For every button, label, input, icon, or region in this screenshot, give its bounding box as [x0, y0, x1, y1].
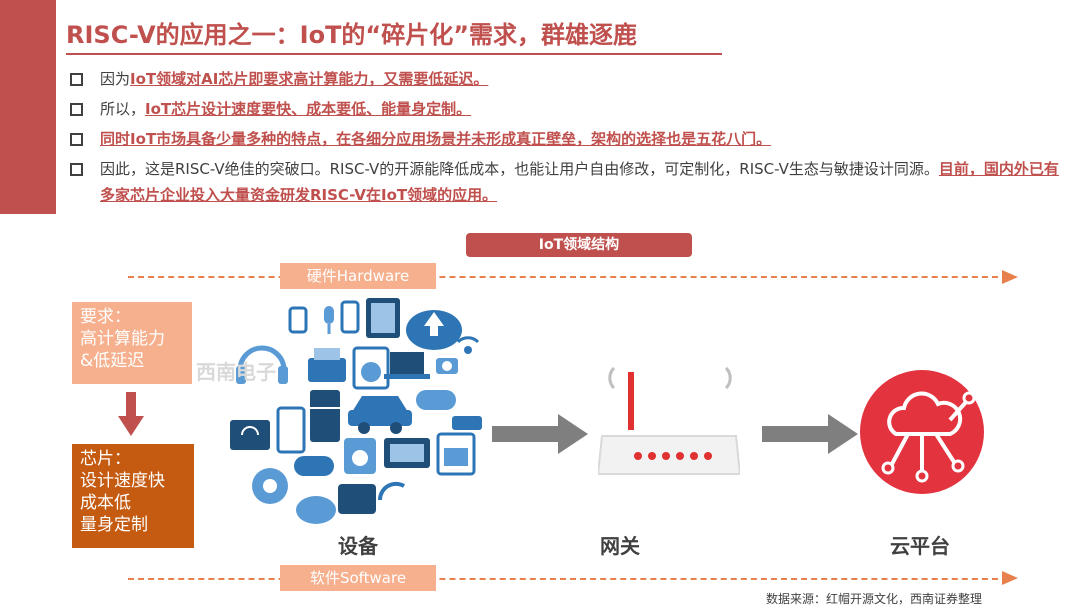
chip-line: 设计速度快 — [80, 471, 165, 491]
bullet-text: 因此，这是RISC-V绝佳的突破口。RISC-V的开源能降低成本，也能让用户自由… — [100, 160, 939, 178]
monitor-icon — [230, 420, 270, 450]
speaker-icon — [252, 468, 288, 504]
microphone-icon — [324, 306, 334, 334]
bullet-2: 所以，IoT芯片设计速度要快、成本要低、能量身定制。 — [66, 96, 1066, 122]
tablet-icon — [366, 298, 400, 338]
satellite-icon — [377, 481, 405, 501]
cloud-upload-icon — [406, 310, 462, 350]
chip-line: 芯片： — [80, 449, 131, 469]
bullet-1: 因为IoT领域对AI芯片即要求高计算能力，又需要低延迟。 — [66, 66, 1066, 92]
side-accent-bar — [0, 0, 56, 214]
bullet-4: 因此，这是RISC-V绝佳的突破口。RISC-V的开源能降低成本，也能让用户自由… — [66, 156, 1066, 208]
hardware-label: 硬件Hardware — [280, 263, 436, 289]
arrow-devices-to-gateway-icon — [492, 414, 588, 454]
bullet-text: 所以， — [100, 100, 146, 118]
caption-cloud: 云平台 — [890, 534, 950, 558]
controller-icon — [294, 456, 334, 476]
iot-devices-cluster — [230, 298, 482, 524]
car-icon — [348, 396, 412, 434]
fridge-icon — [310, 390, 340, 442]
arrow-gateway-to-cloud-icon — [762, 414, 858, 454]
bullet-text: 因为 — [100, 70, 131, 88]
down-arrow-icon — [118, 392, 144, 436]
caption-gateway: 网关 — [600, 534, 640, 558]
software-label: 软件Software — [280, 565, 436, 591]
chip-box: 芯片： 设计速度快 成本低 量身定制 — [72, 444, 194, 548]
chip-line: 成本低 — [80, 493, 131, 513]
page-title: RISC-V的应用之一：IoT的“碎片化”需求，群雄逐鹿 — [66, 21, 637, 49]
requirement-line: 要求： — [80, 307, 131, 327]
bullet-list: 因为IoT领域对AI芯片即要求高计算能力，又需要低延迟。 所以，IoT芯片设计速… — [66, 66, 1066, 212]
software-dashed-line — [128, 578, 1008, 580]
requirement-box: 要求： 高计算能力 &低延迟 — [72, 302, 192, 384]
gamepad-icon — [416, 390, 456, 410]
laptop-icon — [384, 352, 430, 379]
bullet-box-icon — [70, 133, 83, 146]
requirement-line: 高计算能力 — [80, 329, 165, 349]
software-arrowhead-icon — [1002, 571, 1018, 585]
cabinet-icon — [276, 406, 306, 454]
tv-icon — [384, 438, 430, 468]
hardware-arrowhead-icon — [1002, 270, 1018, 284]
bullet-highlight: IoT领域对AI芯片即要求高计算能力，又需要低延迟。 — [130, 70, 489, 88]
printer-icon — [308, 348, 346, 382]
bullet-box-icon — [70, 73, 83, 86]
bullet-highlight: IoT芯片设计速度要快、成本要低、能量身定制。 — [145, 100, 472, 118]
router-small-icon — [452, 416, 482, 430]
bullet-highlight: 同时IoT市场具备少量多种的特点，在各细分应用场景并未形成真正壁垒，架构的选择也… — [100, 130, 772, 148]
cloud-upload-small-icon — [296, 496, 336, 524]
watermark: 西南电子 — [196, 360, 276, 384]
bullet-highlight: 目前，国内外已有多家芯片企业投入大量资金研发RISC-V在IoT领域的应用。 — [100, 160, 1059, 204]
chip-line: 量身定制 — [80, 515, 148, 535]
requirement-line: &低延迟 — [80, 351, 145, 371]
cloud-network-icon — [860, 370, 984, 494]
bullet-3: 同时IoT市场具备少量多种的特点，在各细分应用场景并未形成真正壁垒，架构的选择也… — [66, 126, 1066, 152]
watch-icon — [288, 306, 308, 334]
source-note: 数据来源：红帽开源文化，西南证券整理 — [766, 592, 983, 606]
caption-devices: 设备 — [338, 534, 378, 558]
washer-icon — [352, 346, 390, 390]
music-player-icon — [344, 438, 376, 474]
hardware-dashed-line — [128, 276, 1008, 278]
scale-icon — [338, 484, 376, 514]
router-icon — [598, 366, 740, 475]
bullet-box-icon — [70, 103, 83, 116]
oven-icon — [436, 432, 476, 476]
wifi-icon — [456, 336, 480, 354]
camera-icon — [436, 358, 458, 374]
title-underline — [66, 53, 722, 55]
phone-icon — [340, 300, 360, 334]
headphones-icon — [236, 345, 288, 384]
iot-structure-header: IoT领域结构 — [466, 233, 692, 257]
bullet-box-icon — [70, 163, 83, 176]
